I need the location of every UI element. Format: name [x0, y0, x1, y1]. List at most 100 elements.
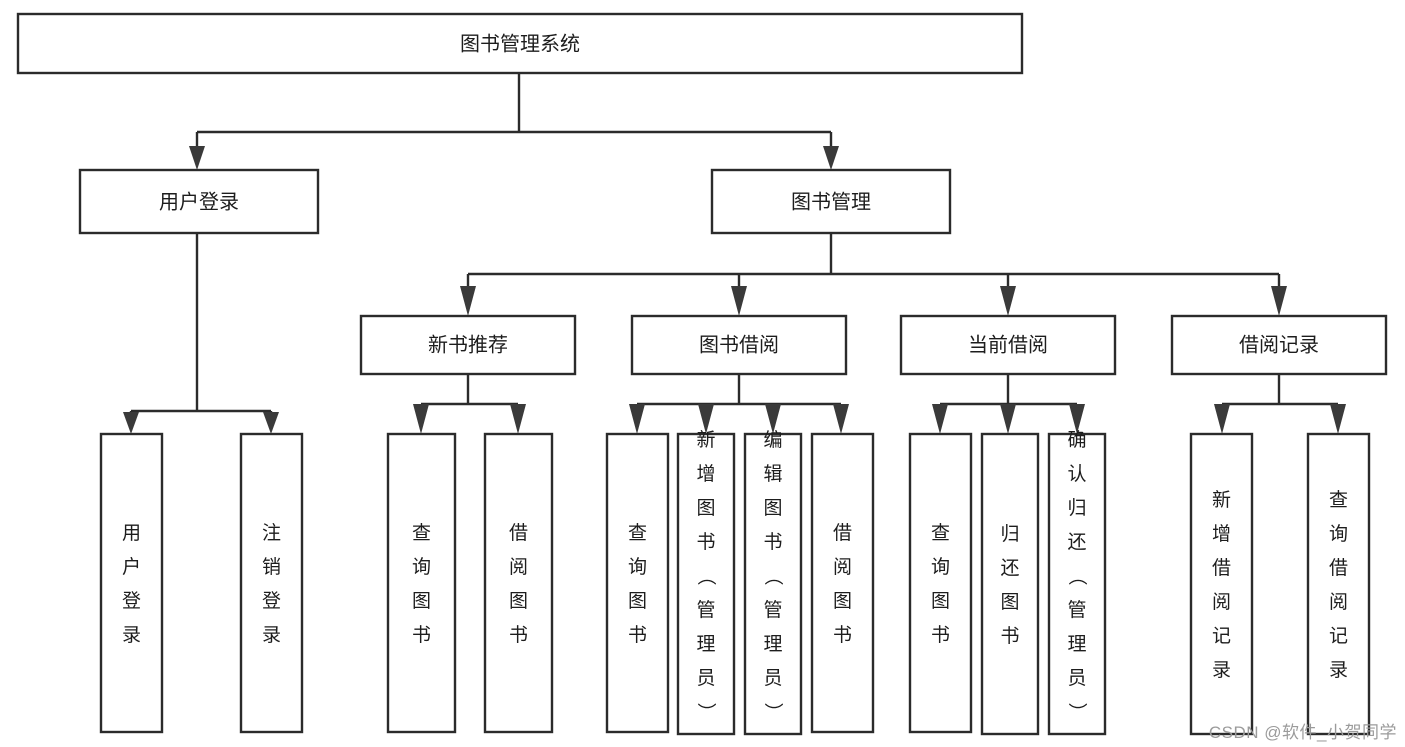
glyph: 登	[122, 590, 141, 612]
glyph: 还	[1067, 531, 1086, 553]
node-leaf-query-book-a-box[interactable]	[386, 432, 457, 734]
node-leaf-user-login-box[interactable]	[99, 432, 164, 734]
glyph: 录	[1329, 660, 1348, 681]
node-new-book-rec[interactable]: 新书推荐	[359, 314, 577, 376]
glyph: 管	[763, 599, 782, 621]
node-user-login-box[interactable]	[78, 168, 320, 235]
node-leaf-user-login-label: 用户登录	[122, 523, 141, 646]
glyph: 注	[262, 522, 281, 544]
node-root[interactable]: 图书管理系统	[16, 12, 1024, 75]
glyph: 图	[833, 591, 852, 612]
node-current-borrow-label: 当前借阅	[968, 333, 1048, 356]
glyph: 阅	[509, 556, 528, 578]
glyph: 认	[1067, 463, 1086, 485]
glyph: 借	[1329, 557, 1348, 579]
arrow-to-leaf-confirm-return	[1069, 404, 1085, 434]
connector-layer	[123, 73, 1346, 434]
node-book-borrow[interactable]: 图书借阅	[630, 314, 848, 376]
node-user-login[interactable]: 用户登录	[78, 168, 320, 235]
node-root-label: 图书管理系统	[460, 32, 580, 55]
arrow-to-leaf-borrow-book-a	[510, 404, 526, 434]
glyph: 询	[1329, 523, 1348, 545]
node-user-login-label: 用户登录	[159, 190, 239, 213]
glyph: 借	[833, 522, 852, 544]
glyph: 员	[1067, 668, 1086, 689]
node-current-borrow[interactable]: 当前借阅	[899, 314, 1117, 376]
node-leaf-add-book-box[interactable]	[676, 432, 736, 736]
glyph: 图	[412, 591, 431, 612]
glyph: 录	[1212, 660, 1231, 681]
node-leaf-query-record-box[interactable]	[1306, 432, 1371, 736]
glyph: （	[762, 566, 784, 585]
arrow-to-leaf-query-book-c	[932, 404, 948, 434]
arrow-to-leaf-query-record	[1330, 404, 1346, 434]
arrow-to-book-manage	[823, 146, 839, 170]
glyph: 新	[696, 429, 715, 451]
glyph: 记	[1212, 625, 1231, 647]
node-leaf-return-book[interactable]	[980, 432, 1040, 736]
node-book-manage[interactable]: 图书管理	[710, 168, 952, 235]
node-leaf-borrow-book-a-box[interactable]	[483, 432, 554, 734]
node-current-borrow-box[interactable]	[899, 314, 1117, 376]
node-leaf-borrow-book-a[interactable]	[483, 432, 554, 734]
glyph: 归	[1000, 523, 1019, 545]
arrow-to-leaf-return-book	[1000, 404, 1016, 434]
arrow-to-leaf-user-login	[123, 412, 139, 434]
node-leaf-borrow-book-b-box[interactable]	[810, 432, 875, 734]
node-leaf-logout[interactable]	[239, 432, 304, 734]
glyph: 图	[696, 498, 715, 519]
glyph: 理	[1067, 634, 1086, 655]
node-leaf-user-login[interactable]	[99, 432, 164, 734]
glyph: 新	[1212, 489, 1231, 511]
arrow-to-leaf-query-book-a	[413, 404, 429, 434]
node-leaf-query-book-b[interactable]	[605, 432, 670, 734]
node-leaf-query-book-a[interactable]	[386, 432, 457, 734]
node-leaf-return-book-box[interactable]	[980, 432, 1040, 736]
glyph: 阅	[1329, 591, 1348, 613]
glyph: 记	[1329, 625, 1348, 647]
glyph: 询	[412, 556, 431, 578]
node-leaf-edit-book[interactable]	[743, 432, 803, 736]
node-borrow-record[interactable]: 借阅记录	[1170, 314, 1388, 376]
glyph: 理	[763, 634, 782, 655]
glyph: 增	[1212, 523, 1231, 545]
node-leaf-confirm-return[interactable]	[1047, 432, 1107, 736]
glyph: 询	[931, 556, 950, 578]
glyph: 归	[1067, 497, 1086, 519]
node-new-book-rec-label: 新书推荐	[428, 333, 508, 356]
node-leaf-edit-book-box[interactable]	[743, 432, 803, 736]
arrow-to-leaf-edit-book	[765, 404, 781, 434]
glyph: 书	[628, 624, 647, 646]
node-new-book-rec-box[interactable]	[359, 314, 577, 376]
glyph: （	[695, 566, 717, 585]
node-borrow-record-box[interactable]	[1170, 314, 1388, 376]
node-leaf-query-record[interactable]	[1306, 432, 1371, 736]
glyph: ）	[695, 702, 717, 721]
node-book-borrow-box[interactable]	[630, 314, 848, 376]
node-root-box[interactable]	[16, 12, 1024, 75]
node-leaf-borrow-book-b[interactable]	[810, 432, 875, 734]
node-leaf-add-book[interactable]	[676, 432, 736, 736]
arrow-to-borrow-record	[1271, 286, 1287, 316]
glyph: 借	[509, 522, 528, 544]
glyph: 登	[262, 590, 281, 612]
node-leaf-query-book-c[interactable]	[908, 432, 973, 734]
node-leaf-query-book-b-box[interactable]	[605, 432, 670, 734]
node-borrow-record-label: 借阅记录	[1239, 333, 1319, 356]
node-leaf-add-record[interactable]	[1189, 432, 1254, 736]
node-leaf-logout-box[interactable]	[239, 432, 304, 734]
node-book-manage-box[interactable]	[710, 168, 952, 235]
node-leaf-query-book-c-box[interactable]	[908, 432, 973, 734]
node-leaf-add-record-box[interactable]	[1189, 432, 1254, 736]
node-leaf-confirm-return-box[interactable]	[1047, 432, 1107, 736]
glyph: 员	[763, 668, 782, 689]
